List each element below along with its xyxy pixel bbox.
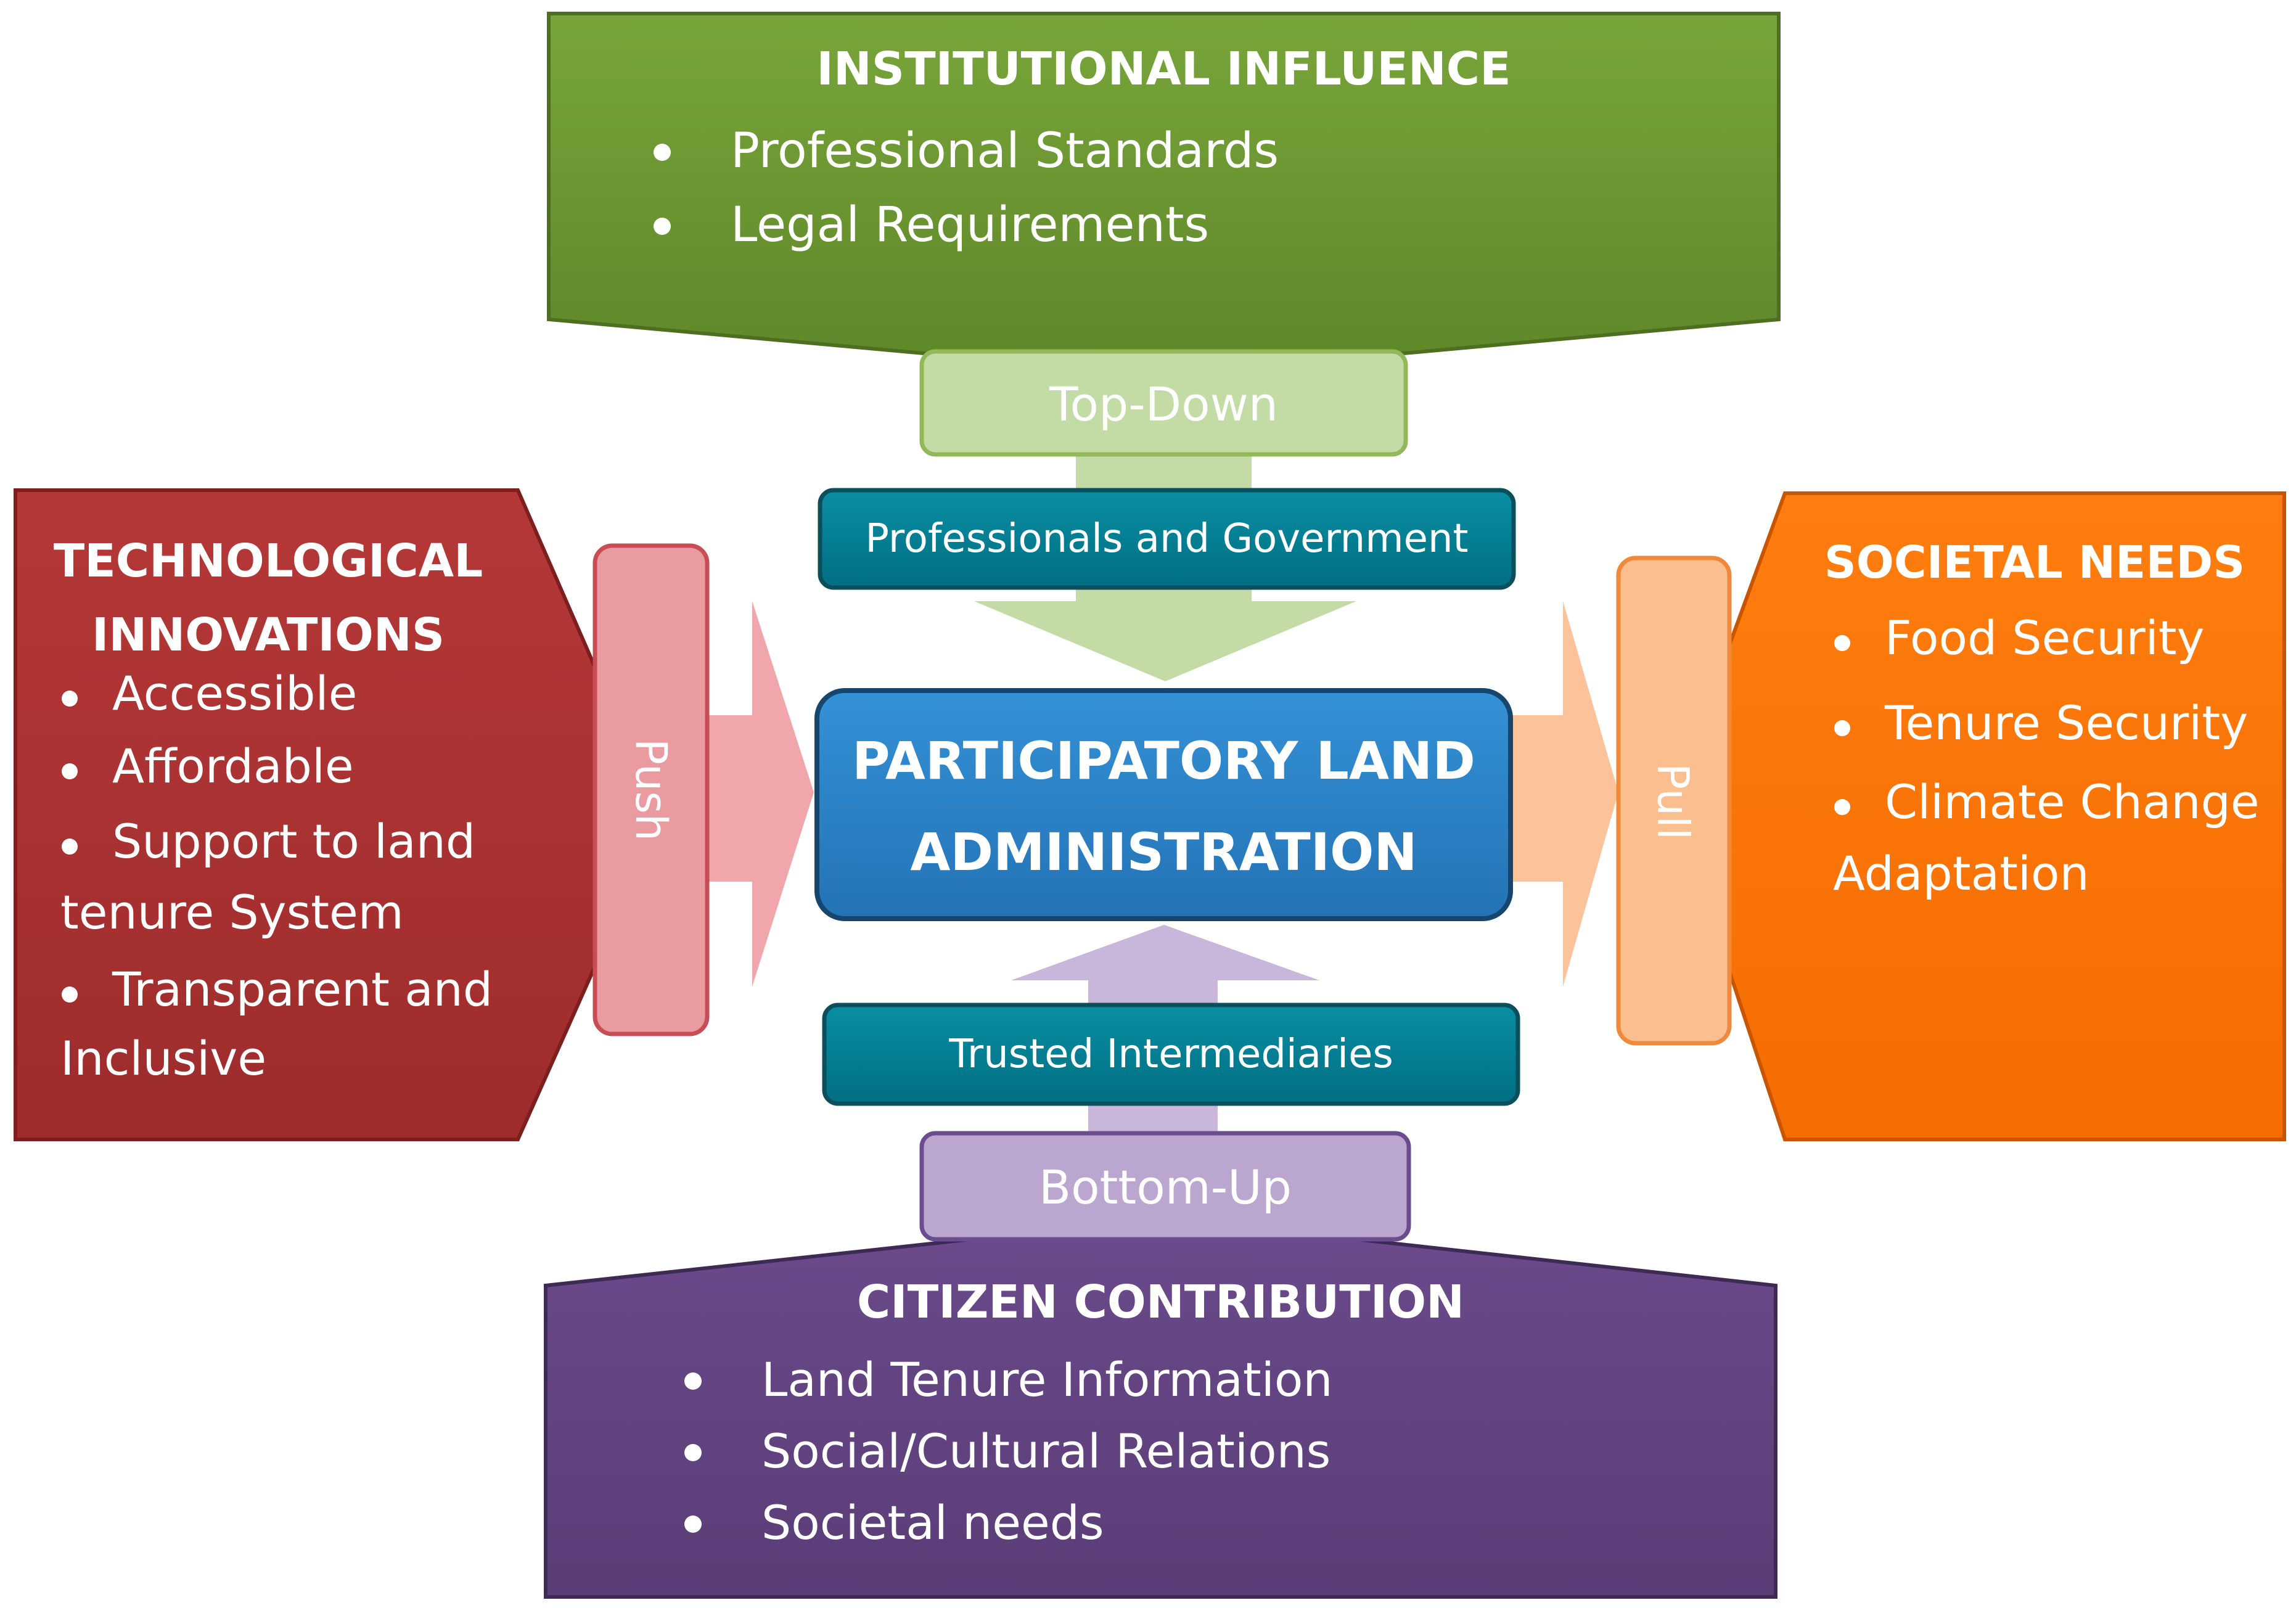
top-down-label: Top-Down — [1049, 376, 1279, 432]
societal-item-label: Climate Change — [1885, 774, 2260, 829]
institutional-item: Legal Requirements — [654, 188, 1702, 262]
technological-item-label: Transparent and — [112, 962, 493, 1017]
technological-title-line2: INNOVATIONS — [91, 609, 445, 662]
professionals-label: Professionals and Government — [865, 516, 1469, 562]
bullet-icon — [684, 1444, 702, 1461]
trusted-label: Trusted Intermediaries — [949, 1032, 1393, 1077]
technological-item: Transparent and — [62, 962, 493, 1017]
societal-item-label: Tenure Security — [1885, 695, 2249, 750]
societal-item-label: Food Security — [1885, 610, 2205, 665]
top-down-tab-shape — [919, 349, 1408, 457]
citizen-item-label: Land Tenure Information — [761, 1352, 1333, 1407]
bullet-icon — [62, 763, 78, 779]
trusted-bar-shape — [822, 1003, 1520, 1106]
societal-item: Tenure Security — [1834, 695, 2248, 750]
technological-item-continued: Inclusive — [60, 1031, 267, 1086]
push-arrow — [703, 601, 814, 987]
societal-title: SOCIETAL NEEDS — [1824, 536, 2245, 588]
center-shape — [814, 688, 1513, 921]
technological-title: TECHNOLOGICAL INNOVATIONS — [15, 524, 521, 672]
citizen-item-label: Societal needs — [761, 1495, 1104, 1550]
bullet-icon — [684, 1516, 702, 1533]
institutional-item-label: Professional Standards — [731, 123, 1279, 179]
center-title-line1: PARTICIPATORY LAND — [852, 731, 1475, 791]
pull-tab-shape — [1616, 556, 1732, 1046]
push-label: Push — [626, 738, 676, 842]
bullet-icon — [684, 1372, 702, 1390]
societal-item-continued: Adaptation — [1833, 846, 2089, 901]
bullet-icon — [654, 218, 671, 235]
institutional-title: INSTITUTIONAL INFLUENCE — [816, 43, 1511, 96]
institutional-list: Professional Standards Legal Requirement… — [654, 114, 1702, 262]
technological-item: Support to land — [62, 814, 475, 869]
bullet-icon — [62, 839, 78, 855]
institutional-item: Professional Standards — [654, 114, 1702, 188]
societal-item: Food Security — [1834, 610, 2205, 665]
citizen-item: Social/Cultural Relations — [684, 1416, 1732, 1487]
push-tab-shape — [592, 543, 710, 1036]
institutional-item-label: Legal Requirements — [731, 197, 1210, 253]
bottom-up-tab-shape — [919, 1131, 1411, 1242]
pull-label: Pull — [1647, 763, 1699, 840]
center-title-line2: ADMINISTRATION — [910, 822, 1417, 882]
citizen-item: Societal needs — [684, 1487, 1732, 1559]
technological-item-continued: tenure System — [60, 885, 404, 940]
bullet-icon — [1834, 635, 1850, 651]
citizen-title: CITIZEN CONTRIBUTION — [856, 1276, 1465, 1329]
technological-item: Accessible — [62, 666, 357, 721]
technological-item-label: Accessible — [112, 666, 358, 721]
bullet-icon — [654, 144, 671, 161]
citizen-item-label: Social/Cultural Relations — [761, 1424, 1331, 1479]
pull-arrow — [1498, 601, 1618, 987]
technological-item-label: Affordable — [112, 739, 354, 794]
technological-title-line1: TECHNOLOGICAL — [53, 535, 483, 588]
professionals-bar-shape — [818, 488, 1516, 590]
bottom-up-label: Bottom-Up — [1038, 1160, 1292, 1215]
societal-item: Climate Change — [1834, 774, 2260, 829]
bullet-icon — [62, 691, 78, 707]
bullet-icon — [62, 987, 78, 1003]
citizen-item: Land Tenure Information — [684, 1344, 1732, 1416]
center-title: PARTICIPATORY LAND ADMINISTRATION — [817, 715, 1511, 898]
bullet-icon — [1834, 720, 1850, 736]
bullet-icon — [1834, 799, 1850, 815]
technological-item-label: Support to land — [112, 814, 476, 869]
citizen-list: Land Tenure Information Social/Cultural … — [684, 1344, 1732, 1559]
technological-item: Affordable — [62, 739, 354, 794]
